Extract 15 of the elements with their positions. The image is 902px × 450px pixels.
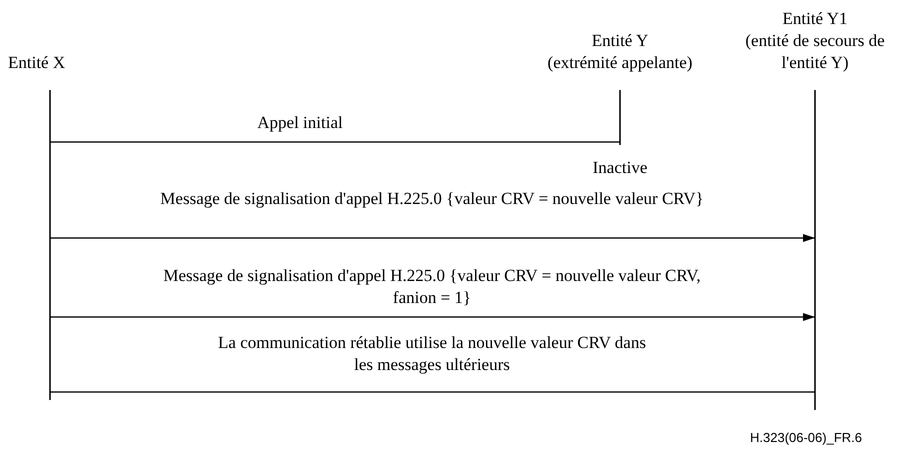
- entity-label: Entité X: [8, 52, 66, 74]
- message-arrow: [50, 313, 815, 321]
- figure-id: H.323(06-06)_FR.6: [750, 429, 862, 447]
- entity-label: Entité Y: [590, 30, 650, 52]
- entity-label: Entité Y1: [782, 8, 848, 30]
- message-label: Message de signalisation d'appel H.225.0 {valeur CRV = nouvelle valeur CRV, fanion = 1}: [162, 265, 702, 309]
- message-line: [50, 141, 620, 143]
- entity-label: (extrémité appelante): [546, 52, 694, 74]
- state-label: Inactive: [592, 157, 648, 179]
- message-label: Appel initial: [256, 112, 344, 134]
- message-line: [50, 391, 815, 393]
- entity-label: (entité de secours de l'entité Y): [744, 30, 886, 74]
- message-label: La communication rétablie utilise la nouvelle valeur CRV dans les messages ultérieurs: [217, 332, 647, 376]
- message-arrow: [50, 234, 815, 242]
- message-label: Message de signalisation d'appel H.225.0 {valeur CRV = nouvelle valeur CRV}: [159, 188, 705, 210]
